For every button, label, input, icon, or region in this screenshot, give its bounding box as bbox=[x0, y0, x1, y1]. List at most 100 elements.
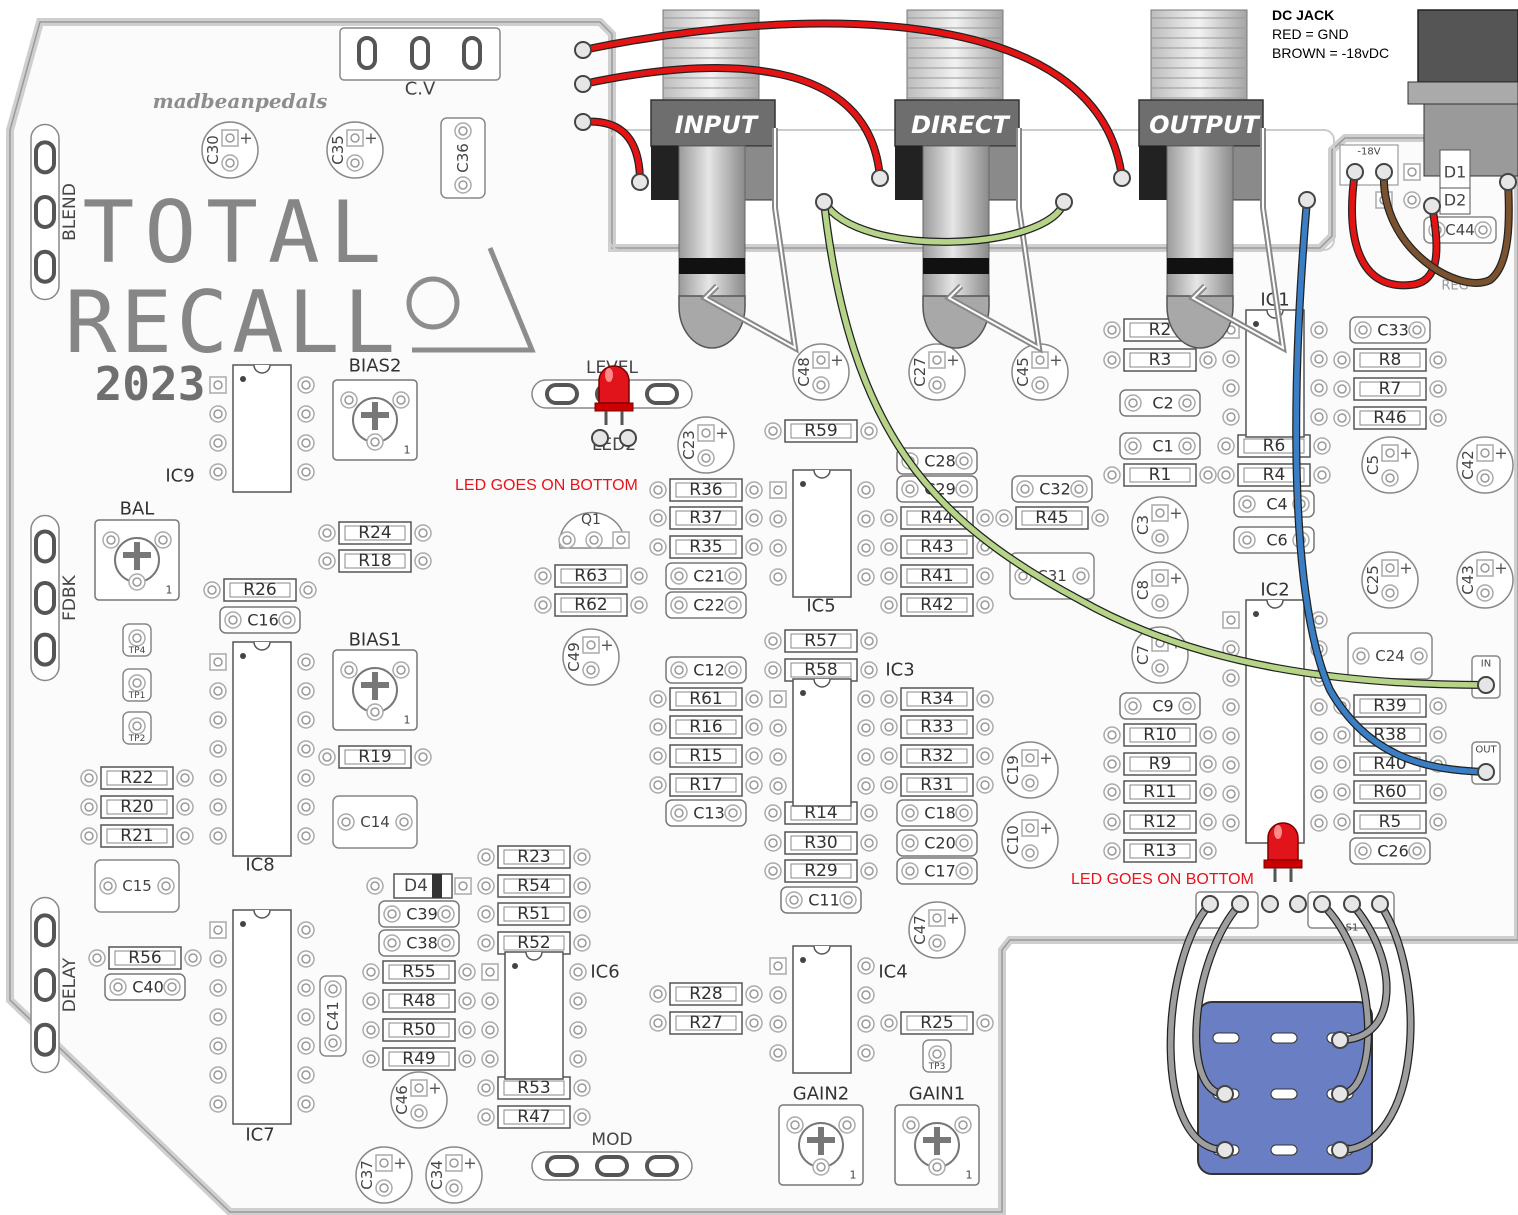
jack-label: DIRECT bbox=[911, 111, 1010, 139]
capacitor-c12: C12 bbox=[665, 656, 747, 684]
svg-text:+: + bbox=[1169, 569, 1182, 588]
testpoint-tp1: TP1 bbox=[122, 668, 152, 702]
resistor-r42: R42 bbox=[880, 593, 994, 617]
emblem-icon bbox=[406, 247, 536, 353]
resistor-r12: R12 bbox=[1103, 810, 1217, 834]
svg-text:R10: R10 bbox=[1143, 725, 1176, 745]
svg-text:C37: C37 bbox=[358, 1160, 376, 1190]
pot-mod: MOD bbox=[531, 1130, 693, 1181]
svg-text:+: + bbox=[1399, 444, 1412, 463]
wires-layer: LED2 bbox=[574, 19, 1517, 1159]
svg-text:C47: C47 bbox=[911, 915, 929, 945]
wire-end bbox=[1331, 1031, 1349, 1049]
resistor-r23: R23 bbox=[477, 845, 591, 869]
testpoint-tp4: TP4 bbox=[122, 623, 152, 657]
svg-text:C9: C9 bbox=[1152, 697, 1173, 716]
svg-text:+: + bbox=[600, 636, 613, 655]
electrolytic-c43: + C43 bbox=[1456, 551, 1514, 609]
resistor-r19: R19 bbox=[318, 745, 432, 769]
svg-text:+: + bbox=[946, 909, 959, 928]
wire-end bbox=[574, 41, 592, 59]
electrolytic-c35: +C35 bbox=[326, 121, 384, 179]
capacitor-c29: C29 bbox=[896, 475, 978, 503]
svg-text:C30: C30 bbox=[204, 135, 222, 165]
svg-text:C.V: C.V bbox=[405, 79, 436, 100]
svg-text:R2: R2 bbox=[1149, 320, 1172, 340]
svg-text:+: + bbox=[1399, 559, 1412, 578]
svg-text:IC9: IC9 bbox=[165, 466, 194, 487]
wire-end bbox=[1346, 163, 1364, 181]
resistor-r49: R49 bbox=[362, 1047, 476, 1071]
electrolytic-c3: +C3 bbox=[1131, 496, 1189, 554]
svg-text:BIAS2: BIAS2 bbox=[349, 356, 402, 377]
resistor-r4: R4 bbox=[1217, 463, 1331, 487]
wire-switch-3 bbox=[1318, 900, 1373, 1098]
capacitor-c22: C22 bbox=[665, 591, 747, 619]
ic-ic6: IC6 bbox=[481, 951, 620, 1080]
resistor-r55: R55 bbox=[362, 960, 476, 984]
svg-text:R3: R3 bbox=[1149, 350, 1172, 370]
capacitor-c33: C33 bbox=[1349, 316, 1431, 344]
ic-ic7: IC7 bbox=[209, 909, 315, 1146]
ic-ic4: IC4 bbox=[769, 945, 908, 1074]
title-line1: TOTAL bbox=[83, 183, 392, 283]
svg-text:+: + bbox=[393, 1154, 406, 1173]
svg-text:C5: C5 bbox=[1364, 455, 1382, 475]
svg-text:R20: R20 bbox=[120, 797, 153, 817]
svg-text:GAIN2: GAIN2 bbox=[793, 1084, 850, 1105]
svg-text:R50: R50 bbox=[402, 1020, 435, 1040]
capacitor-c32: C32 bbox=[1011, 475, 1093, 503]
svg-text:1: 1 bbox=[404, 444, 411, 457]
svg-text:C34: C34 bbox=[428, 1160, 446, 1190]
svg-text:IC3: IC3 bbox=[885, 660, 914, 681]
year-label: 2023 bbox=[95, 357, 206, 411]
svg-text:R47: R47 bbox=[517, 1107, 550, 1127]
resistor-r32: R32 bbox=[880, 744, 994, 768]
svg-text:+: + bbox=[428, 1079, 441, 1098]
resistor-r50: R50 bbox=[362, 1018, 476, 1042]
resistor-r7: R7 bbox=[1333, 377, 1447, 401]
resistor-r60: R60 bbox=[1333, 780, 1447, 804]
svg-text:GAIN1: GAIN1 bbox=[909, 1084, 966, 1105]
svg-text:C43: C43 bbox=[1459, 565, 1477, 595]
resistor-r9: R9 bbox=[1103, 752, 1217, 776]
title-line2: RECALL bbox=[65, 273, 400, 373]
wire-end bbox=[574, 113, 592, 131]
svg-text:R23: R23 bbox=[517, 847, 550, 867]
resistor-r18: R18 bbox=[318, 549, 432, 573]
svg-text:R16: R16 bbox=[689, 717, 722, 737]
electrolytic-c47: + C47 bbox=[908, 901, 966, 959]
svg-text:R36: R36 bbox=[689, 480, 722, 500]
svg-text:R33: R33 bbox=[920, 717, 953, 737]
svg-text:R44: R44 bbox=[920, 508, 953, 528]
svg-text:IC7: IC7 bbox=[245, 1125, 274, 1146]
capacitor-c11: C11 bbox=[780, 886, 862, 914]
svg-text:R25: R25 bbox=[920, 1013, 953, 1033]
svg-text:C11: C11 bbox=[808, 891, 840, 910]
resistor-r26: R26 bbox=[203, 578, 317, 602]
svg-text:C26: C26 bbox=[1377, 842, 1409, 861]
svg-text:R46: R46 bbox=[1373, 408, 1406, 428]
dc-jack-note: DC JACK RED = GND BROWN = -18vDC bbox=[1272, 6, 1389, 63]
wire-end bbox=[1216, 1085, 1234, 1103]
svg-text:C49: C49 bbox=[565, 642, 583, 672]
electrolytic-c34: +C34 bbox=[425, 1146, 483, 1204]
svg-text:1: 1 bbox=[850, 1169, 857, 1182]
electrolytic-c8: +C8 bbox=[1131, 561, 1189, 619]
svg-text:C48: C48 bbox=[795, 357, 813, 387]
resistor-r20: R20 bbox=[80, 795, 194, 819]
resistor-r1: R1 bbox=[1103, 463, 1217, 487]
resistor-r61: R61 bbox=[649, 687, 763, 711]
svg-text:R14: R14 bbox=[804, 803, 837, 823]
svg-text:TP4: TP4 bbox=[128, 646, 146, 656]
wire-end bbox=[1423, 197, 1441, 215]
box-capacitor-c36: C36 bbox=[440, 117, 486, 199]
svg-text:C25: C25 bbox=[1364, 565, 1382, 595]
svg-text:R39: R39 bbox=[1373, 696, 1406, 716]
svg-text:+: + bbox=[1494, 559, 1507, 578]
wire-switch-2 bbox=[1192, 900, 1244, 1098]
svg-text:+: + bbox=[715, 424, 728, 443]
wire-end bbox=[1375, 163, 1393, 181]
wire-end bbox=[631, 173, 649, 191]
